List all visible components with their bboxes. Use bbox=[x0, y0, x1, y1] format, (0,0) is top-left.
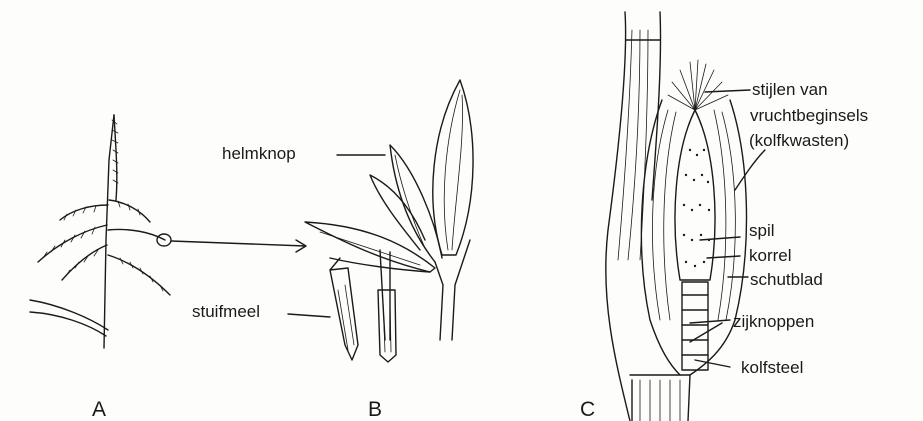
branch-left-1 bbox=[38, 225, 107, 262]
label-stijlen-line3: (kolfkwasten) bbox=[749, 131, 849, 151]
stalk-base-fibres bbox=[640, 380, 680, 421]
label-stijlen-line2: vruchtbeginsels bbox=[750, 106, 868, 126]
silk-strands bbox=[668, 60, 728, 110]
label-spil: spil bbox=[749, 221, 775, 241]
panel-letter-c: C bbox=[580, 398, 595, 421]
leader-kolfsteel bbox=[695, 360, 730, 367]
zoom-arrow bbox=[171, 240, 306, 252]
upper-glume bbox=[433, 80, 473, 255]
branch-left-3-spikelets bbox=[64, 206, 96, 220]
leader-korrel bbox=[707, 256, 740, 258]
leader-spil bbox=[700, 237, 740, 240]
open-floret bbox=[305, 222, 435, 272]
label-stijlen-line1: stijlen van bbox=[752, 80, 828, 100]
cob bbox=[675, 110, 715, 280]
leader-stijlen bbox=[705, 90, 750, 92]
floret-vein bbox=[395, 155, 425, 248]
label-helmknop: helmknop bbox=[222, 144, 296, 164]
label-kolfsteel: kolfsteel bbox=[741, 358, 803, 378]
anther-center bbox=[378, 290, 396, 362]
branch-right-1 bbox=[108, 229, 165, 240]
label-korrel: korrel bbox=[749, 246, 792, 266]
stalk-fibres bbox=[618, 30, 648, 260]
husk-layers bbox=[652, 110, 735, 320]
panel-letter-b: B bbox=[368, 398, 382, 421]
spikelet-illustration bbox=[305, 80, 473, 362]
branch-left-2-spikelets bbox=[66, 250, 98, 276]
shank-nodes bbox=[682, 295, 708, 355]
kernel-dots bbox=[683, 149, 710, 267]
branch-left-2 bbox=[62, 245, 107, 280]
label-zijknoppen: zijknoppen bbox=[733, 312, 814, 332]
zoom-arrow-line bbox=[171, 241, 305, 246]
branch-right-3 bbox=[109, 200, 150, 222]
tassel-stem bbox=[104, 115, 114, 348]
stalk-left-edge bbox=[606, 12, 630, 421]
central-spike bbox=[114, 115, 117, 200]
leader-stuifmeel bbox=[288, 314, 330, 317]
label-stuifmeel: stuifmeel bbox=[192, 302, 260, 322]
branch-left-3 bbox=[60, 205, 108, 220]
husk-tip bbox=[735, 150, 765, 190]
filament-center bbox=[380, 250, 390, 340]
branch-right-2 bbox=[108, 255, 170, 295]
tassel-leaf bbox=[30, 300, 108, 336]
leader-zijknoppen bbox=[690, 320, 730, 342]
anther-left bbox=[330, 268, 358, 360]
panel-letter-a: A bbox=[92, 398, 106, 421]
upper-glume-veins bbox=[444, 90, 462, 250]
tassel-illustration bbox=[30, 115, 171, 348]
label-schutblad: schutblad bbox=[750, 270, 823, 290]
